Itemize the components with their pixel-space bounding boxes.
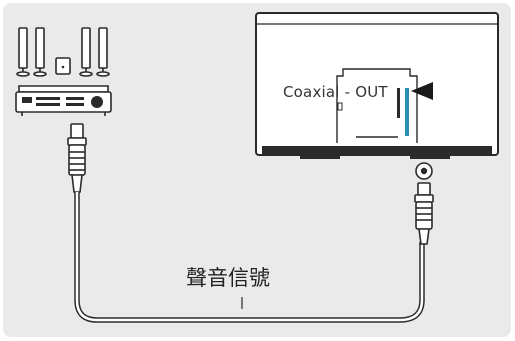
tv-icon (255, 12, 499, 159)
subwoofer-icon (55, 57, 71, 75)
coaxial-out-label: Coaxial - OUT (283, 83, 388, 101)
coaxial-jack-icon (415, 162, 433, 180)
coaxial-plug-icon (414, 182, 434, 245)
arrow-left-icon (411, 82, 433, 100)
coaxial-plug-icon (67, 123, 87, 193)
signal-cable (74, 192, 425, 323)
speaker-icon (16, 27, 110, 77)
av-receiver-icon (15, 85, 112, 116)
audio-signal-label: 聲音信號 (186, 266, 270, 290)
coaxial-out-port (405, 88, 409, 136)
